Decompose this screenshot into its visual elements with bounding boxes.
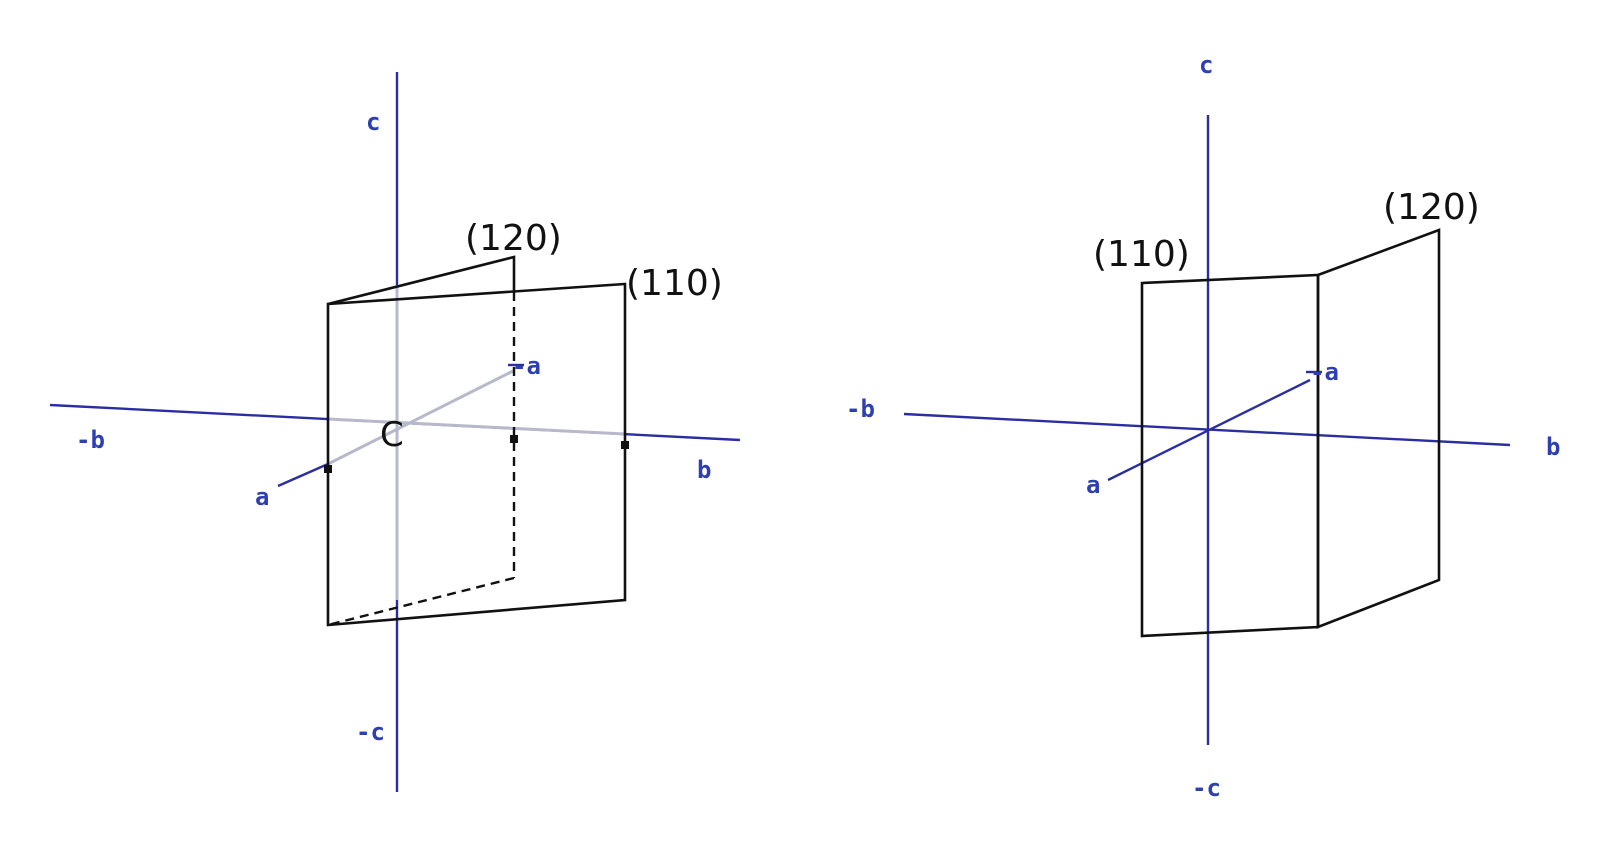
left-intercept-b-120 <box>510 435 518 443</box>
right-label-b: b <box>1546 433 1560 461</box>
left-label-plane-120: (120) <box>465 218 562 259</box>
left-b-axis-inner <box>327 417 626 436</box>
right-label-neg-c: -c <box>1192 774 1221 802</box>
left-label-neg-b: -b <box>76 426 105 454</box>
right-label-c: c <box>1199 51 1213 79</box>
left-plane-120-hidden-bottom <box>327 576 515 627</box>
left-label-a: a <box>255 483 269 511</box>
left-label-c: c <box>366 108 380 136</box>
right-label-plane-120: (120) <box>1383 187 1480 228</box>
right-label-neg-a: -a <box>1310 358 1339 386</box>
right-plane-110 <box>1140 273 1320 638</box>
left-plane-120-top <box>327 255 516 306</box>
right-diagram: c -c -b b a -a (110) (120) <box>846 51 1560 802</box>
left-a-axis-inner <box>327 369 514 466</box>
left-origin-label: C <box>380 415 404 455</box>
right-label-plane-110: (110) <box>1093 234 1190 275</box>
left-label-neg-a: -a <box>512 352 541 380</box>
left-plane-110 <box>326 282 627 627</box>
left-label-plane-110: (110) <box>626 263 723 304</box>
left-label-neg-c: -c <box>356 718 385 746</box>
right-label-a: a <box>1086 471 1100 499</box>
left-a-axis-front <box>277 462 329 488</box>
right-plane-120 <box>1316 228 1441 629</box>
right-label-neg-b: -b <box>846 395 875 423</box>
left-intercept-a <box>324 465 332 473</box>
left-diagram: c -c -b b a -a C (120) (110) <box>49 72 741 792</box>
left-intercept-b-110 <box>621 441 629 449</box>
left-label-b: b <box>697 456 711 484</box>
